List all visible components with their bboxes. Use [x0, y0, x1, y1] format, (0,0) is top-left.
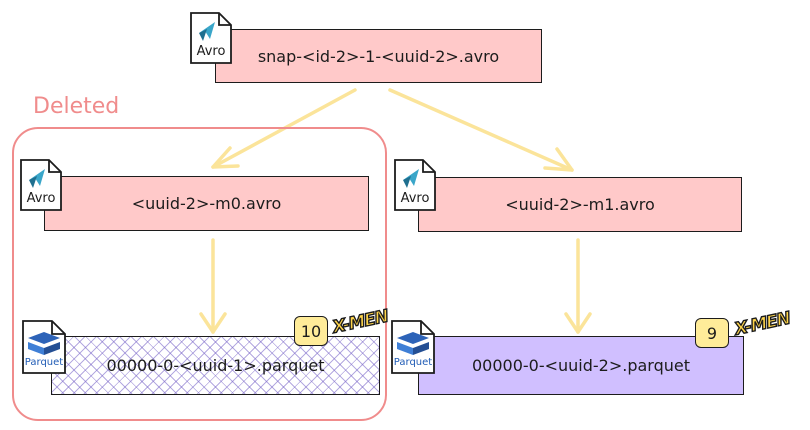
avro-icon-label: Avro [196, 44, 226, 59]
record-count-value: 9 [706, 323, 718, 343]
parquet-icon-label: Parquet [24, 357, 64, 368]
deleted-label: Deleted [33, 94, 120, 119]
manifest-m0-filename: <uuid-2>-m0.avro [131, 194, 282, 213]
parquet-file-icon: Parquet [20, 318, 68, 380]
record-count-value: 10 [300, 321, 322, 341]
arrow-m1-to-data2 [564, 238, 592, 334]
data-file-uuid1-box[interactable]: 00000-0-<uuid-1>.parquet [51, 336, 380, 395]
avro-icon-label: Avro [26, 191, 56, 206]
avro-file-icon: Avro [18, 157, 64, 217]
avro-file-icon: Avro [188, 10, 234, 70]
data-file-uuid1-filename: 00000-0-<uuid-1>.parquet [106, 356, 325, 375]
data-file-uuid2-filename: 00000-0-<uuid-2>.parquet [471, 356, 691, 375]
deleted-region-outline [12, 127, 387, 421]
manifest-m0-box[interactable]: <uuid-2>-m0.avro [44, 176, 369, 231]
parquet-file-icon: Parquet [389, 318, 437, 380]
manifest-m1-box[interactable]: <uuid-2>-m1.avro [418, 177, 742, 232]
record-count-badge: 9 [695, 318, 729, 348]
data-file-uuid2-box[interactable]: 00000-0-<uuid-2>.parquet [418, 336, 744, 395]
snapshot-file-box[interactable]: snap-<id-2>-1-<uuid-2>.avro [215, 29, 542, 83]
snapshot-filename: snap-<id-2>-1-<uuid-2>.avro [257, 46, 500, 66]
parquet-icon-label: Parquet [393, 357, 433, 368]
arrow-snapshot-to-m1 [388, 88, 574, 172]
manifest-m1-filename: <uuid-2>-m1.avro [505, 195, 655, 214]
avro-file-icon: Avro [392, 157, 438, 217]
record-count-badge: 10 [294, 316, 328, 346]
avro-icon-label: Avro [400, 191, 430, 206]
arrow-m0-to-data1 [199, 238, 227, 334]
